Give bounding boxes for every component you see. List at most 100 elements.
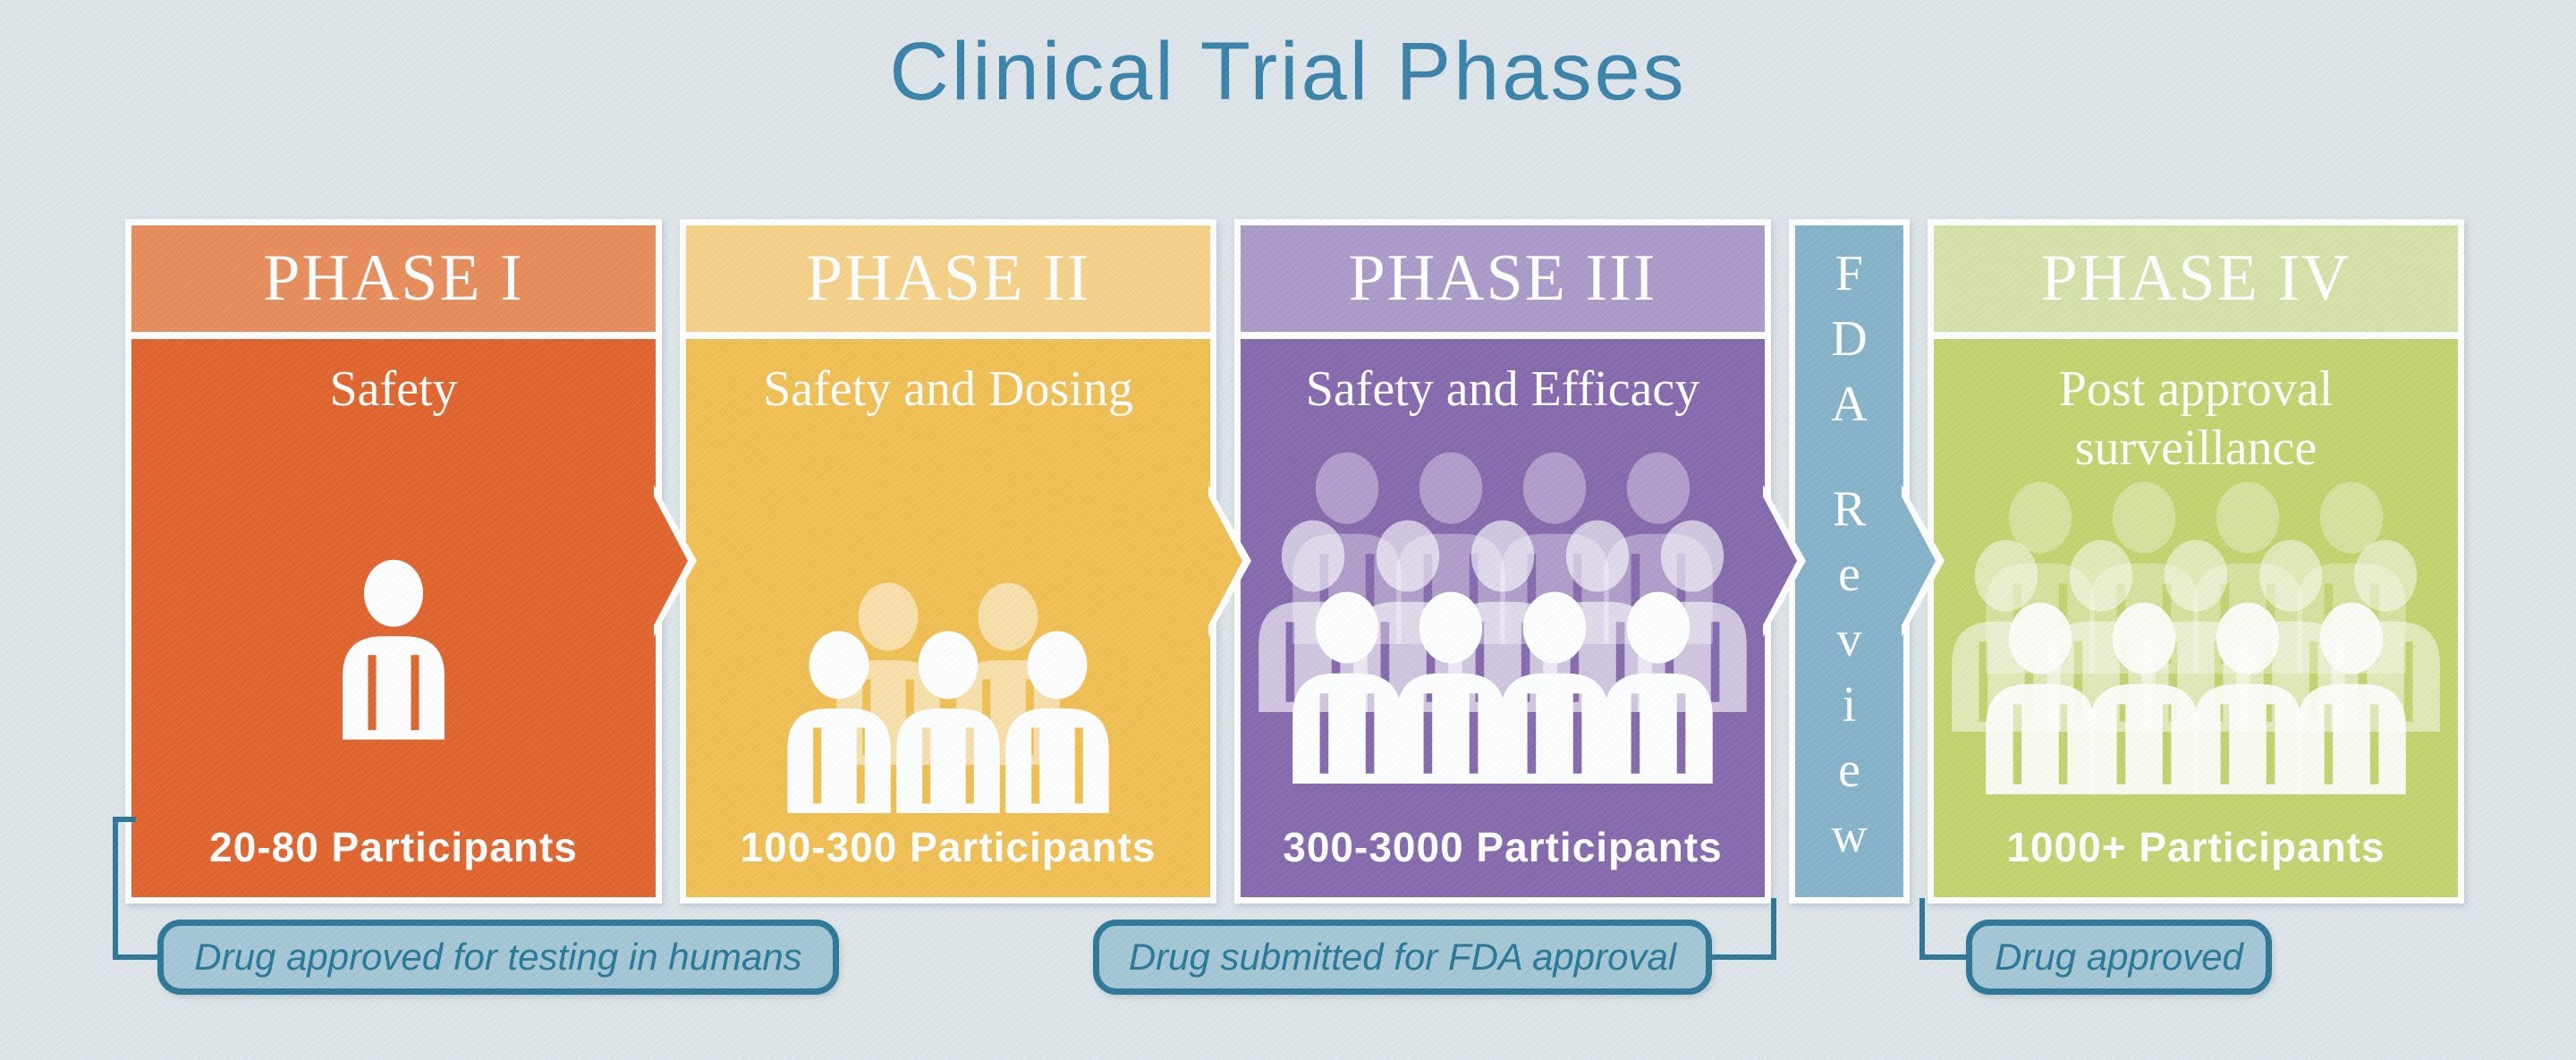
person-icon-wrap bbox=[989, 630, 1125, 813]
person-icon-wrap bbox=[326, 558, 461, 740]
crowd-row bbox=[131, 558, 656, 740]
person-icon bbox=[1543, 520, 1652, 712]
person-icon bbox=[2236, 539, 2345, 732]
person-icon-wrap bbox=[2314, 538, 2457, 732]
person-icon-wrap bbox=[1621, 519, 1764, 712]
person-icon bbox=[1396, 452, 1505, 644]
person-icon bbox=[1500, 591, 1609, 784]
phase-2-box: PHASE II Safety and Dosing 100-300 Parti… bbox=[680, 219, 1251, 903]
person-icon bbox=[2141, 539, 2250, 732]
person-icon-wrap bbox=[2219, 538, 2362, 732]
connector-line bbox=[113, 817, 136, 822]
person-icon bbox=[1292, 591, 1402, 784]
person-icon-wrap bbox=[1969, 601, 2112, 794]
fda-letter: i bbox=[1842, 677, 1857, 733]
person-icon bbox=[1396, 591, 1505, 784]
phase-2-crowd bbox=[686, 225, 1210, 897]
phase-3-title: PHASE III bbox=[1241, 225, 1765, 339]
person-icon bbox=[1986, 602, 2095, 794]
phase-1-crowd bbox=[131, 225, 656, 897]
person-icon-wrap bbox=[2072, 601, 2216, 794]
phases-row: PHASE I Safety 20-80 Participants PHASE … bbox=[125, 219, 2469, 903]
person-icon bbox=[1638, 520, 1747, 712]
crowd-row bbox=[1934, 601, 2458, 794]
callout-drug-submitted-fda: Drug submitted for FDA approval bbox=[1093, 920, 1712, 995]
person-icon bbox=[1258, 520, 1368, 712]
person-icon-wrap bbox=[771, 630, 907, 813]
person-icon bbox=[1005, 631, 1109, 813]
fda-letter: A bbox=[1831, 377, 1868, 432]
phase-3-subtitle: Safety and Efficacy bbox=[1305, 361, 1700, 417]
fda-letter: v bbox=[1836, 612, 1862, 667]
person-icon-wrap bbox=[1431, 519, 1574, 712]
connector-line bbox=[1707, 954, 1776, 960]
callout-drug-approved-testing: Drug approved for testing in humans bbox=[157, 920, 839, 995]
phase-1-participants: 20-80 Participants bbox=[209, 824, 578, 870]
phase-4-crowd bbox=[1934, 225, 2458, 897]
fda-letter: w bbox=[1831, 808, 1868, 863]
person-icon-wrap bbox=[1587, 451, 1730, 644]
person-icon-wrap bbox=[1483, 451, 1626, 644]
phase-4-box: PHASE IV Post approval surveillance 1000… bbox=[1928, 219, 2464, 903]
person-icon bbox=[1952, 539, 2061, 732]
person-icon-wrap bbox=[2124, 538, 2267, 732]
person-icon bbox=[1500, 452, 1609, 644]
phase-3-box: PHASE III Safety and Efficacy 300-3000 P… bbox=[1234, 219, 1806, 903]
person-icon bbox=[2331, 539, 2440, 732]
fda-letter: F bbox=[1835, 246, 1864, 301]
connector-line bbox=[113, 954, 163, 960]
phase-4-participants: 1000+ Participants bbox=[2006, 824, 2385, 870]
person-icon-wrap bbox=[1935, 538, 2078, 732]
person-icon-wrap bbox=[1275, 451, 1419, 644]
connector-line bbox=[1919, 954, 1971, 960]
crowd-row bbox=[1241, 590, 1765, 784]
arrow-right-icon bbox=[654, 485, 697, 637]
person-icon-wrap bbox=[1336, 519, 1479, 712]
fda-letter: D bbox=[1831, 311, 1868, 367]
phase-4-subtitle: Post approval surveillance bbox=[2058, 361, 2334, 477]
person-icon-wrap bbox=[1587, 590, 1730, 784]
person-icon bbox=[2193, 602, 2302, 794]
person-icon-wrap bbox=[1241, 519, 1385, 712]
person-icon bbox=[1448, 520, 1557, 712]
crowd-row bbox=[686, 630, 1210, 813]
phase-1-box: PHASE I Safety 20-80 Participants bbox=[125, 219, 697, 903]
person-icon-wrap bbox=[2280, 601, 2423, 794]
connector-line bbox=[113, 817, 118, 960]
connector-line bbox=[1919, 898, 1925, 960]
person-icon-wrap bbox=[1483, 590, 1626, 784]
arrow-right-icon bbox=[1902, 485, 1945, 637]
phase-1-title: PHASE I bbox=[131, 225, 656, 339]
person-icon bbox=[896, 631, 1000, 813]
phase-1-subtitle: Safety bbox=[329, 361, 458, 417]
page-title: Clinical Trial Phases bbox=[889, 26, 1687, 117]
phase-4-title: PHASE IV bbox=[1934, 225, 2458, 339]
fda-letter: e bbox=[1838, 742, 1860, 798]
person-icon bbox=[1353, 520, 1462, 712]
fda-letter: e bbox=[1838, 547, 1860, 602]
person-icon-wrap bbox=[1379, 451, 1522, 644]
phase-2-title: PHASE II bbox=[686, 225, 1210, 339]
crowd-row bbox=[1241, 451, 1765, 644]
person-icon bbox=[2089, 602, 2199, 794]
person-icon-wrap bbox=[2176, 601, 2319, 794]
person-icon-wrap bbox=[1526, 519, 1669, 712]
fda-letter: R bbox=[1832, 481, 1867, 537]
crowd-row bbox=[1241, 519, 1765, 712]
person-icon bbox=[787, 631, 891, 813]
person-icon bbox=[343, 559, 445, 740]
arrow-right-icon bbox=[1763, 485, 1806, 637]
person-icon-wrap bbox=[2029, 538, 2173, 732]
person-icon-wrap bbox=[1275, 590, 1419, 784]
person-icon bbox=[1604, 591, 1713, 784]
phase-2-participants: 100-300 Participants bbox=[740, 824, 1157, 870]
connector-line bbox=[1771, 898, 1776, 960]
person-icon-wrap bbox=[1379, 590, 1522, 784]
callout-drug-approved: Drug approved bbox=[1966, 920, 2272, 995]
phase-3-crowd bbox=[1241, 225, 1765, 897]
phase-2-subtitle: Safety and Dosing bbox=[763, 361, 1133, 417]
crowd-row bbox=[1934, 538, 2458, 732]
